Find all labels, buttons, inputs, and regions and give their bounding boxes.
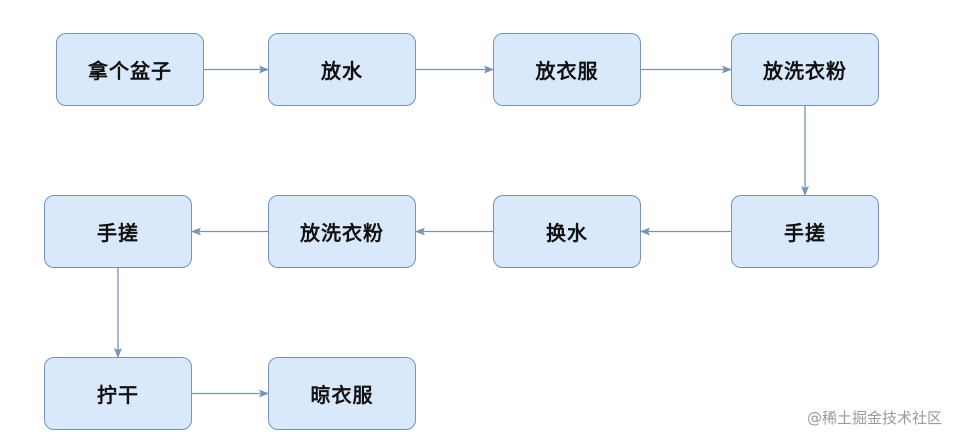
step-hand-scrub-again: 手搓 [44, 195, 192, 268]
step-add-water: 放水 [268, 33, 416, 106]
watermark: @稀土掘金技术社区 [806, 409, 942, 427]
step-hand-scrub: 手搓 [731, 195, 879, 268]
step-add-clothes: 放衣服 [493, 33, 641, 106]
step-change-water: 换水 [493, 195, 641, 268]
step-add-detergent: 放洗衣粉 [731, 33, 879, 106]
step-add-detergent-again: 放洗衣粉 [268, 195, 416, 268]
step-hang-clothes: 晾衣服 [268, 357, 416, 430]
step-get-basin: 拿个盆子 [56, 33, 204, 106]
step-wring-dry: 拧干 [44, 357, 192, 430]
